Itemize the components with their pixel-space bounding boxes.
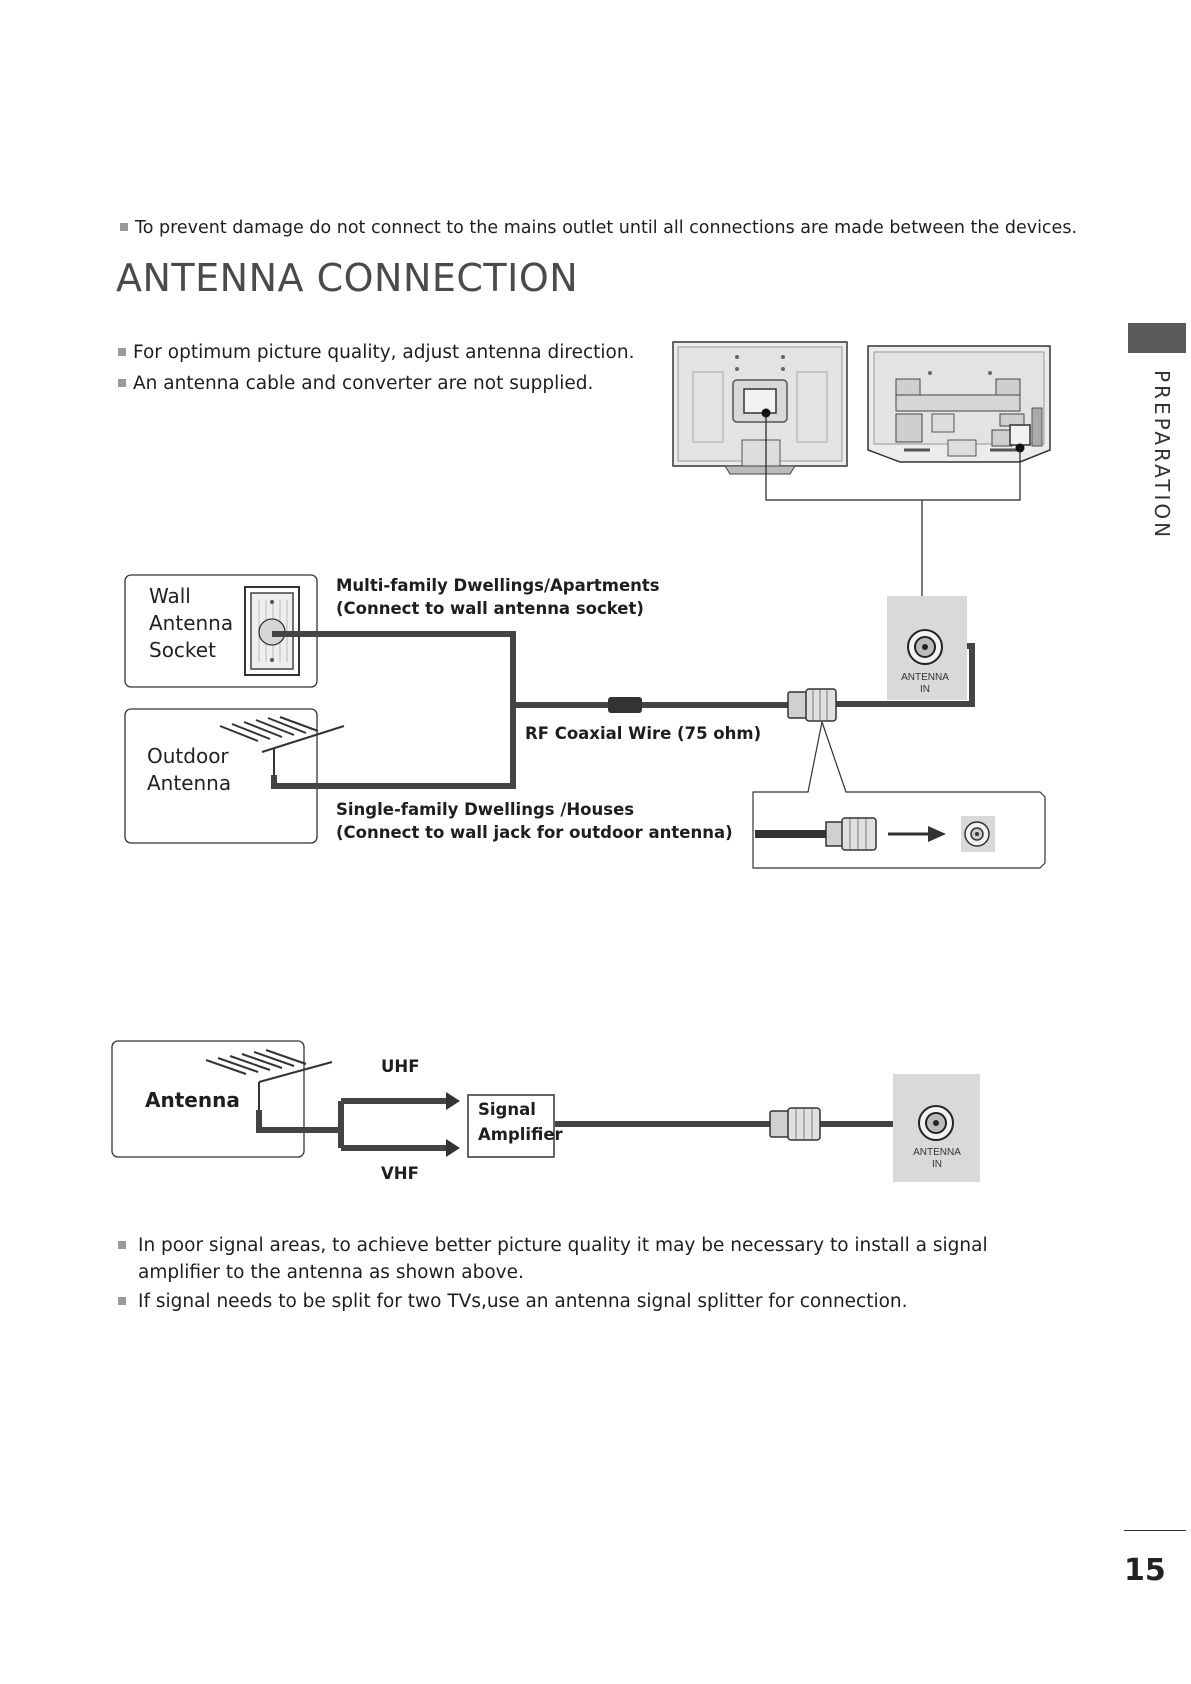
- note-text: If signal needs to be split for two TVs,…: [138, 1291, 908, 1312]
- note-cable-not-supplied: An antenna cable and converter are not s…: [118, 373, 593, 394]
- note-text: In poor signal areas, to achieve better …: [138, 1235, 988, 1283]
- cable-label: RF Coaxial Wire (75 ohm): [525, 724, 762, 743]
- vhf-label: VHF: [381, 1164, 419, 1183]
- label-line: Outdoor: [147, 744, 229, 768]
- antenna-in-label-1: ANTENNA: [901, 672, 949, 683]
- label-line: Antenna: [149, 611, 234, 635]
- section-label: PREPARATION: [1150, 370, 1174, 541]
- wall-antenna-socket-label: Wall Antenna Socket: [149, 583, 233, 664]
- bullet-icon: [120, 223, 128, 231]
- outdoor-antenna-icon: [219, 716, 345, 775]
- antenna-in-port-icon-2: [918, 1105, 954, 1141]
- signal-amplifier-box: [467, 1094, 555, 1158]
- bullet-icon: [118, 1297, 126, 1305]
- antenna-icon: [205, 1049, 333, 1110]
- vhf-arrow-icon: [446, 1139, 460, 1157]
- antenna-in-label-1: ANTENNA: [913, 1147, 961, 1158]
- antenna-in-label-2: IN: [920, 684, 930, 695]
- label-line: Multi-family Dwellings/Apartments: [336, 576, 660, 595]
- antenna-label: Antenna: [145, 1088, 240, 1112]
- bullet-icon: [118, 348, 126, 356]
- bullet-icon: [118, 379, 126, 387]
- top-note: To prevent damage do not connect to the …: [120, 218, 1077, 238]
- callout-box: [752, 721, 1046, 869]
- label-line: Wall: [149, 584, 191, 608]
- note-text: An antenna cable and converter are not s…: [133, 373, 594, 394]
- cable-ferrite-icon: [608, 697, 642, 713]
- antenna-in-port-icon: [907, 629, 943, 665]
- tv-rear-left: [672, 341, 848, 475]
- callout-port-icon: [961, 816, 995, 852]
- signal-amplifier-label: Signal Amplifier: [478, 1097, 563, 1147]
- bullet-icon: [118, 1241, 126, 1249]
- label-line: Signal: [478, 1100, 536, 1119]
- label-line: (Connect to wall antenna socket): [336, 599, 644, 618]
- uhf-label: UHF: [381, 1057, 420, 1076]
- note-text: For optimum picture quality, adjust ante…: [133, 342, 635, 363]
- multi-family-label: Multi-family Dwellings/Apartments (Conne…: [336, 574, 660, 620]
- note-antenna-direction: For optimum picture quality, adjust ante…: [118, 342, 634, 363]
- coax-plug-icon: [769, 1107, 821, 1141]
- page-number: 15: [1124, 1553, 1166, 1588]
- note-signal-amplifier: In poor signal areas, to achieve better …: [118, 1232, 1058, 1286]
- label-line: Socket: [149, 638, 216, 662]
- note-signal-splitter: If signal needs to be split for two TVs,…: [118, 1291, 908, 1312]
- top-note-text: To prevent damage do not connect to the …: [135, 218, 1078, 238]
- label-line: Antenna: [147, 771, 232, 795]
- uhf-arrow-icon: [446, 1092, 460, 1110]
- outdoor-antenna-box: [124, 708, 318, 844]
- section-tab: [1128, 323, 1186, 353]
- label-line: Amplifier: [478, 1125, 563, 1144]
- callout-plug-icon: [755, 817, 877, 851]
- label-line: Single-family Dwellings /Houses: [336, 800, 635, 819]
- tv-rear-right: [867, 345, 1051, 463]
- antenna-in-label-2: IN: [932, 1159, 942, 1170]
- outdoor-antenna-label: Outdoor Antenna: [147, 743, 231, 797]
- right-arrow-icon: [888, 826, 946, 842]
- single-family-label: Single-family Dwellings /Houses (Connect…: [336, 798, 733, 844]
- antenna-feed-lines: [256, 1098, 450, 1151]
- page-title: ANTENNA CONNECTION: [116, 256, 579, 300]
- label-line: (Connect to wall jack for outdoor antenn…: [336, 823, 733, 842]
- coax-plug-icon: [787, 688, 837, 722]
- page-number-rule: [1124, 1530, 1186, 1531]
